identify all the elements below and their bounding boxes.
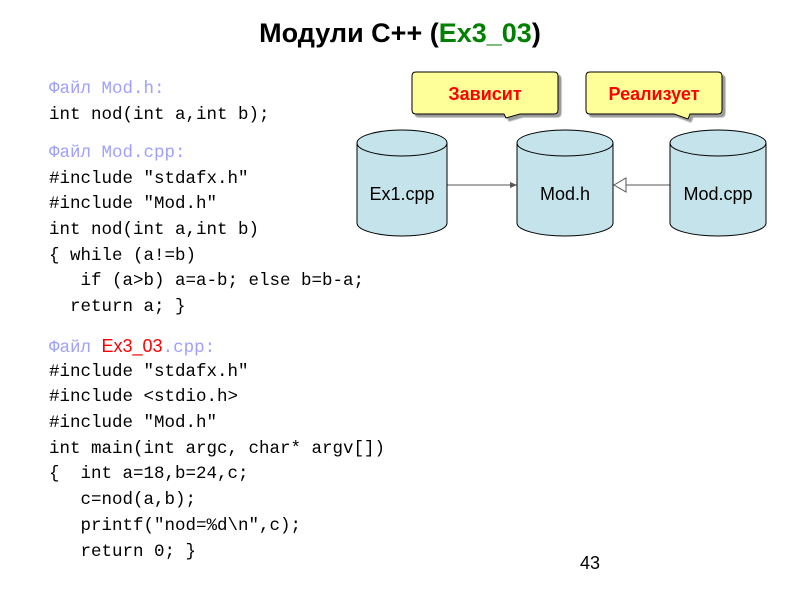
arrow-implements-head: [613, 177, 627, 193]
code-line: if (a>b) a=a-b; else b=b-a;: [49, 271, 365, 292]
code-line: #include "Mod.h": [49, 194, 218, 215]
code-line: c=nod(a,b);: [49, 490, 197, 511]
cylinder-mod-cpp-label: Mod.cpp: [683, 184, 752, 204]
code-line: int nod(int a,int b);: [49, 104, 270, 125]
slide-title: Модули С++ (Ex3_03): [0, 18, 800, 49]
title-suffix: ): [531, 18, 541, 48]
code-line: int main(int argc, char* argv[]): [49, 438, 386, 459]
code-line: { while (a!=b): [49, 245, 197, 266]
code-block-mod-h: Файл Mod.h: int nod(int a,int b);: [49, 77, 270, 128]
callout-depends: [411, 71, 559, 119]
code-line: return 0; }: [49, 541, 197, 562]
file-header-name: Ex3_03: [101, 336, 163, 356]
file-header-mod-cpp: Файл Mod.cpp:: [49, 143, 186, 163]
title-text: Модули С++ (: [259, 18, 439, 48]
callout-implements-label: Реализует: [609, 84, 700, 104]
file-header-prefix: Файл: [49, 338, 102, 358]
cylinder-ex1-cpp-label: Ex1.cpp: [369, 184, 434, 204]
code-line: #include "stdafx.h": [49, 361, 249, 382]
file-header-suffix: .cpp:: [162, 338, 216, 358]
code-line: int nod(int a,int b): [49, 220, 260, 241]
page-number: 43: [580, 553, 601, 573]
code-line: #include "Mod.h": [49, 413, 218, 434]
cylinder-mod-h: [516, 129, 614, 237]
callout-implements: [585, 71, 723, 120]
code-line: printf("nod=%d\n",c);: [49, 515, 302, 536]
callout-depends-label: Зависит: [448, 84, 521, 104]
code-line: return a; }: [49, 297, 186, 318]
cylinder-ex1-cpp: [356, 129, 448, 237]
code-line: { int a=18,b=24,c;: [49, 464, 249, 485]
title-accent: Ex3_03: [438, 18, 532, 48]
cylinder-mod-h-label: Mod.h: [540, 184, 590, 204]
cylinder-mod-cpp: [669, 129, 767, 237]
file-header-ex3-03: Файл Ex3_03.cpp:: [49, 334, 385, 360]
code-block-ex3-03: Файл Ex3_03.cpp:#include "stdafx.h"#incl…: [49, 334, 385, 565]
code-line: #include <stdio.h>: [49, 387, 239, 408]
code-line: #include "stdafx.h": [49, 168, 249, 189]
file-header-mod-h: Файл Mod.h:: [49, 79, 165, 99]
arrow-depends-head: [510, 182, 517, 188]
code-block-mod-cpp: Файл Mod.cpp: #include "stdafx.h" #include…: [49, 141, 364, 321]
